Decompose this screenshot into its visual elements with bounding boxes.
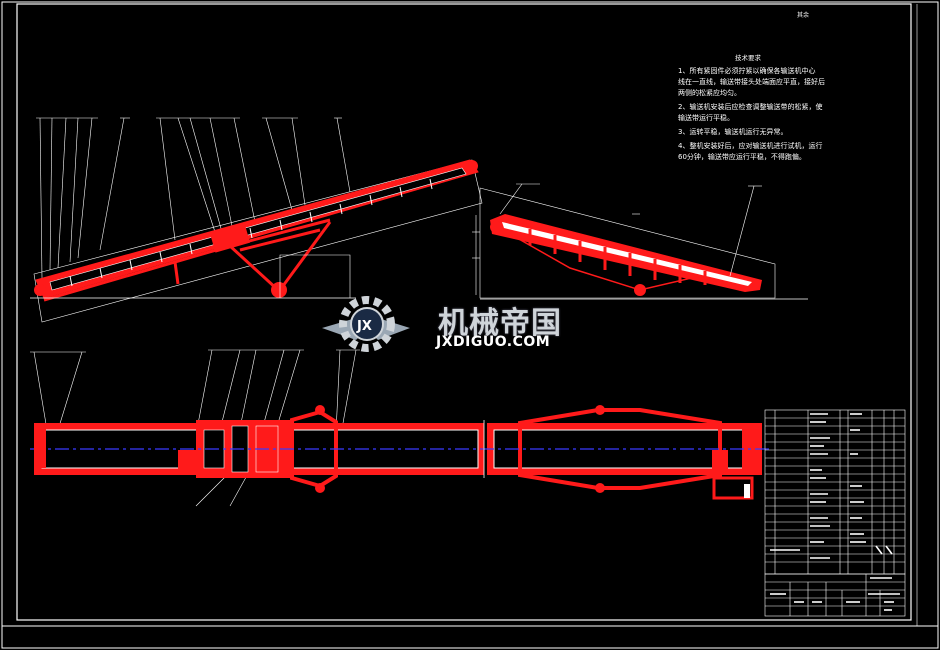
note-line: 60分钟，输送带应运行平稳，不得跑偏。 xyxy=(678,153,806,161)
ground-bracket xyxy=(279,254,351,298)
plan-view xyxy=(30,349,770,507)
leader-right-2 xyxy=(729,185,755,277)
note-line: 1、所有紧固件必须拧紧以确保各输送机中心 xyxy=(678,67,816,75)
incline-cross-members xyxy=(69,178,433,287)
note-line: 两侧的松紧应均匀。 xyxy=(678,89,741,97)
note-line: 输送带运行平稳。 xyxy=(678,114,734,122)
side-view-right xyxy=(479,183,808,300)
title-box xyxy=(764,573,906,617)
note-line: 3、运转平稳，输送机运行无异常。 xyxy=(678,128,788,136)
right-envelope xyxy=(479,187,776,299)
note-line: 线在一直线，输送带接头处端面应平直，接好后 xyxy=(678,78,825,86)
inner-border xyxy=(16,3,912,621)
gear-icon xyxy=(339,296,395,352)
logo-emblem: JX xyxy=(322,296,410,352)
drive-unit xyxy=(209,223,251,253)
leader-right-1 xyxy=(499,183,523,215)
plan-end-bracket xyxy=(712,450,728,472)
bom-text-strokes xyxy=(770,413,893,559)
logo-emblem-text: JX xyxy=(356,319,372,334)
note-line: 4、整机安装好后，应对输送机进行试机，运行 xyxy=(678,142,823,150)
title-block xyxy=(764,409,906,617)
bom-rows xyxy=(765,417,905,563)
right-wheel xyxy=(634,284,646,296)
bom-columns xyxy=(774,410,895,574)
plan-motor xyxy=(178,450,196,470)
incline-support xyxy=(173,221,332,292)
right-frame-inner xyxy=(502,222,752,286)
surface-roughness-mark: 其余 xyxy=(797,12,810,19)
conveyor-frame-inner xyxy=(49,167,467,291)
right-cross-members xyxy=(528,229,707,285)
head-pulley xyxy=(466,160,478,172)
leader-lines-left xyxy=(36,117,351,279)
logo-title: 机械帝国 xyxy=(438,306,562,341)
support-wheel xyxy=(271,282,287,298)
notes-title: 技术要求 xyxy=(735,54,761,62)
plan-end-leg xyxy=(712,476,754,500)
side-view-left xyxy=(30,117,483,323)
logo-subtitle: JXDIGUO.COM xyxy=(436,334,551,350)
right-tail-pulley xyxy=(490,221,502,233)
incline-envelope xyxy=(33,159,483,323)
tail-pulley xyxy=(34,284,46,296)
plan-flare-right xyxy=(518,408,722,490)
title-text-strokes xyxy=(770,577,900,611)
note-line: 2、输送机安装后应检查调整输送带的松紧，使 xyxy=(678,103,823,111)
